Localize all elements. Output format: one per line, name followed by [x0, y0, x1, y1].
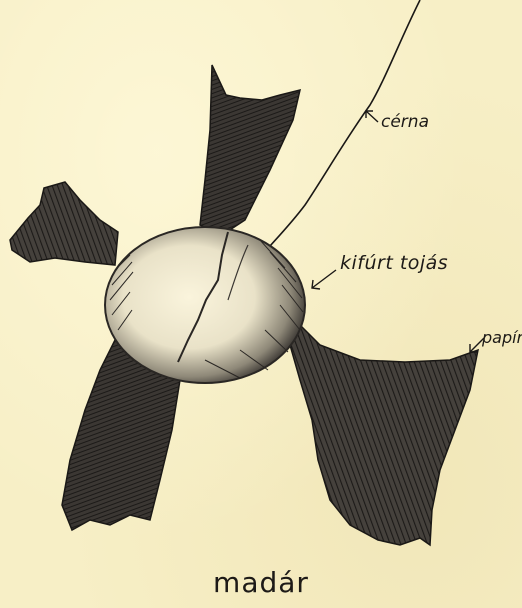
caption: madár	[0, 566, 522, 599]
label-egg: kifúrt tojás	[340, 252, 448, 274]
left-wing	[10, 182, 118, 265]
label-paper: papír	[482, 328, 522, 347]
right-tail	[290, 320, 478, 545]
arrow-thread	[366, 111, 378, 122]
label-thread: cérna	[381, 112, 429, 132]
upper-wing	[200, 65, 300, 235]
arrow-egg	[312, 270, 336, 289]
